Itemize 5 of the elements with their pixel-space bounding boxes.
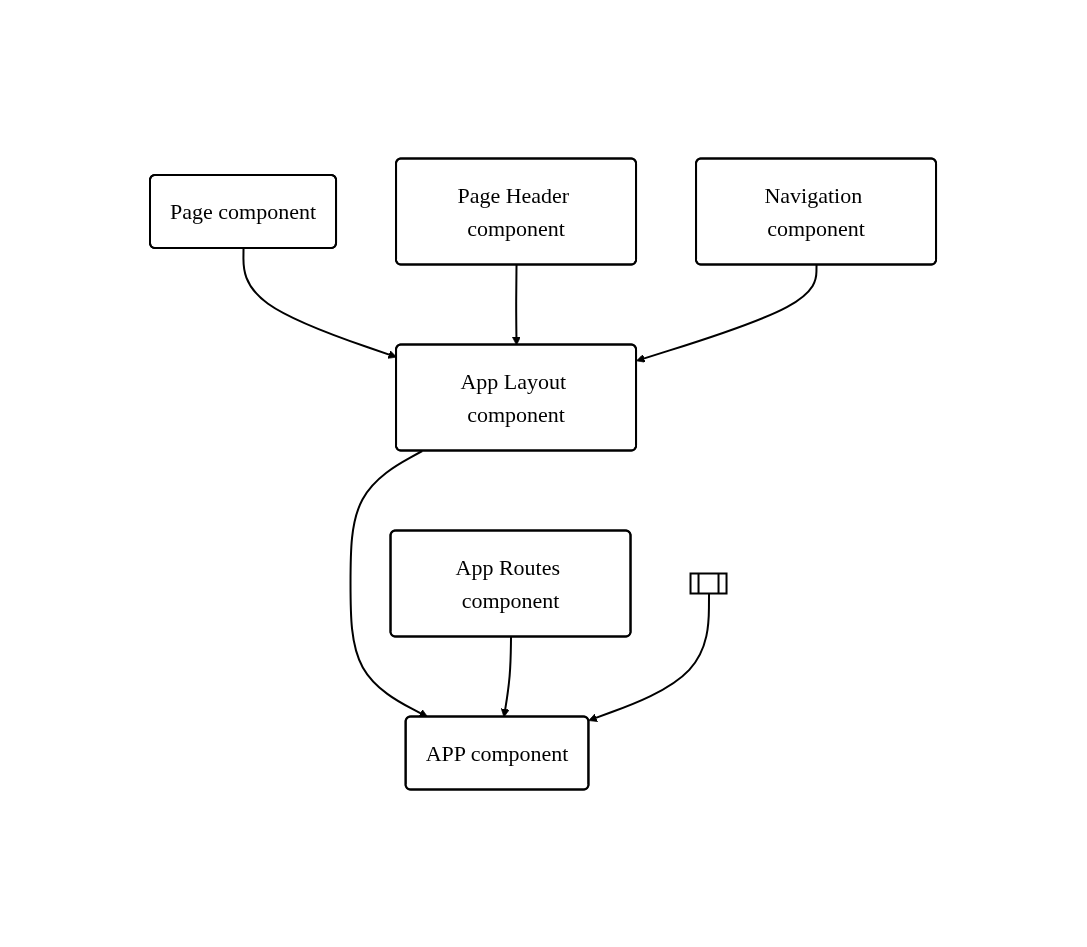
- arrow: [512, 263, 522, 345]
- node-box: [690, 572, 728, 594]
- arrow: [501, 635, 513, 717]
- arrow: [636, 263, 818, 363]
- arrow: [350, 449, 429, 717]
